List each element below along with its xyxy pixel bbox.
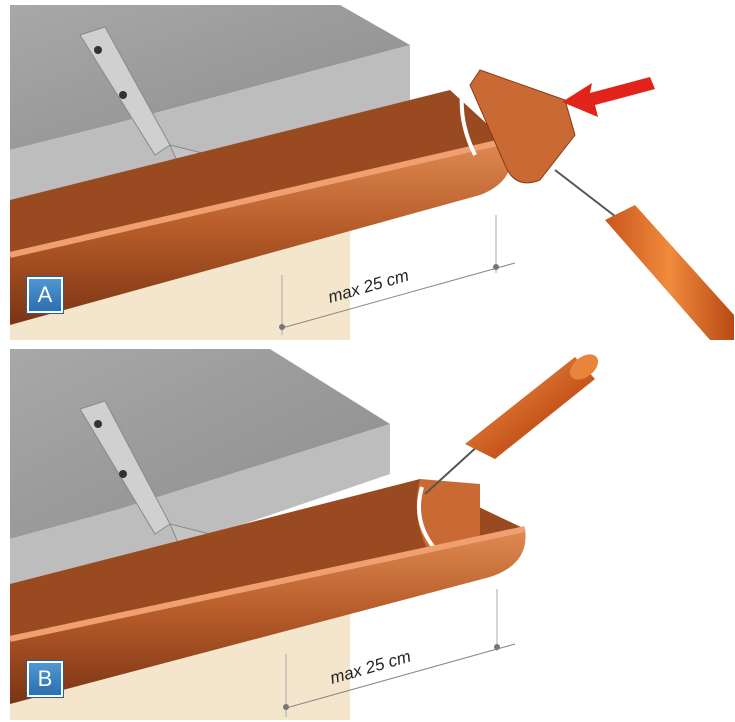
gutter-body [10, 140, 512, 325]
end-cap-seam [417, 486, 437, 551]
panel-label-a: A [26, 276, 64, 314]
gutter-rim [10, 137, 511, 258]
bracket-screw [119, 91, 127, 99]
bracket-screw [119, 470, 127, 478]
gutter-end-cap [416, 479, 480, 554]
roof-front [10, 424, 390, 604]
bracket-screw [94, 46, 102, 54]
panel-label-b: B [26, 660, 64, 698]
sealant-nozzle [554, 169, 621, 221]
panel-a-illustration: max 25 cm [10, 5, 734, 340]
roof-top [10, 349, 390, 539]
dimension-dot [493, 264, 499, 270]
sealant-tube [465, 357, 595, 459]
panel-b-illustration: max 25 cm [10, 349, 599, 720]
sealant-tube [605, 205, 734, 340]
sealant-tube-end [569, 354, 599, 380]
direction-arrow [562, 77, 655, 117]
sealant-nozzle [424, 443, 481, 495]
gutter-end-cap [469, 69, 576, 184]
dimension-dot [283, 704, 289, 710]
dimension-line [281, 262, 516, 329]
dimension-line [285, 643, 516, 709]
panel-a: max 25 cm A [10, 5, 734, 340]
dimension-dot [279, 324, 285, 330]
gutter-body [10, 529, 526, 704]
dimension-dot [494, 644, 500, 650]
bracket-screw [94, 420, 102, 428]
end-cap-seam [459, 74, 477, 156]
gutter-rim [10, 526, 526, 642]
panel-b: max 25 cm B [10, 349, 734, 720]
